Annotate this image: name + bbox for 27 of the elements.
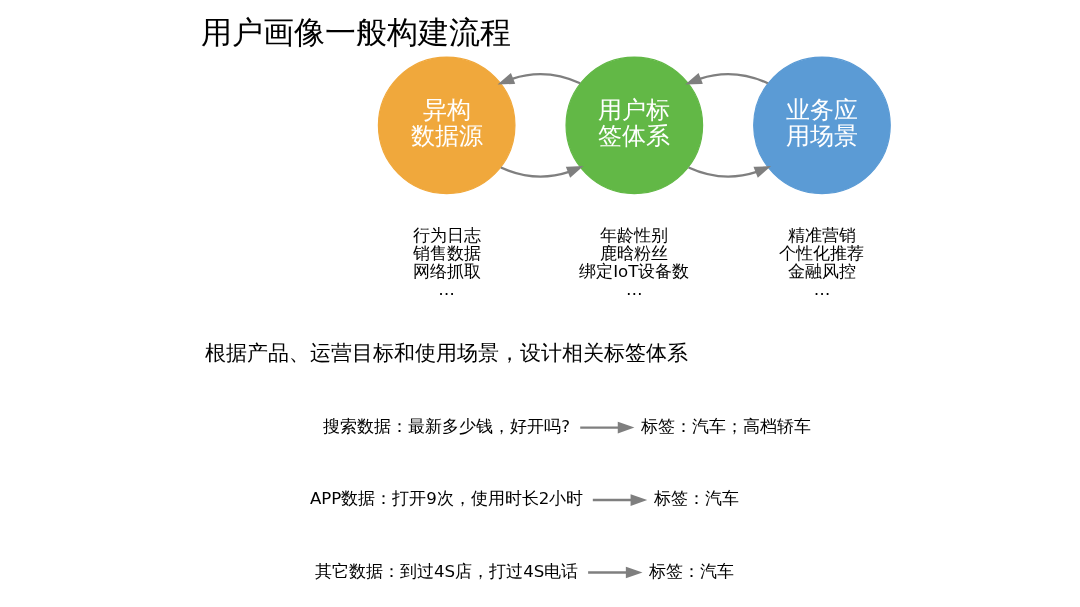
- arrow: [687, 166, 771, 178]
- node-text: 标签：汽车: [653, 489, 739, 509]
- label: 根据产品、运营目标和使用场景，设计相关标签体系: [204, 341, 688, 366]
- node-label: 个性化推荐: [778, 244, 864, 264]
- node-label: 销售数据: [412, 244, 481, 264]
- node-text: APP数据：打开9次，使用时长2小时: [309, 489, 583, 509]
- node-text: 标签：汽车: [648, 561, 734, 581]
- arrow: [579, 421, 634, 434]
- arrow: [587, 566, 643, 579]
- node-label: 网络抓取: [412, 262, 481, 282]
- node-text: 其它数据：到过4S店，打过4S电话: [314, 561, 578, 581]
- arrow: [684, 72, 768, 85]
- node-label: …: [437, 279, 455, 299]
- node-label: 精准营销: [787, 226, 856, 246]
- node-label: …: [625, 279, 643, 299]
- node-label: 年龄性别: [599, 226, 668, 246]
- arrow: [499, 166, 583, 178]
- node-text: 标签：汽车；高档轿车: [640, 417, 811, 436]
- diagram-title: 用户画像一般构建流程: [200, 13, 511, 50]
- arrow: [592, 494, 647, 506]
- node-label: 行为日志: [412, 226, 481, 246]
- node-label: 鹿晗粉丝: [599, 244, 668, 264]
- node-label: 绑定IoT设备数: [578, 262, 689, 282]
- node-label: 金融风控: [787, 262, 856, 282]
- node-text: 搜索数据：最新多少钱，好开吗?: [322, 417, 570, 436]
- node-label: …: [813, 279, 830, 299]
- arrow: [497, 72, 581, 85]
